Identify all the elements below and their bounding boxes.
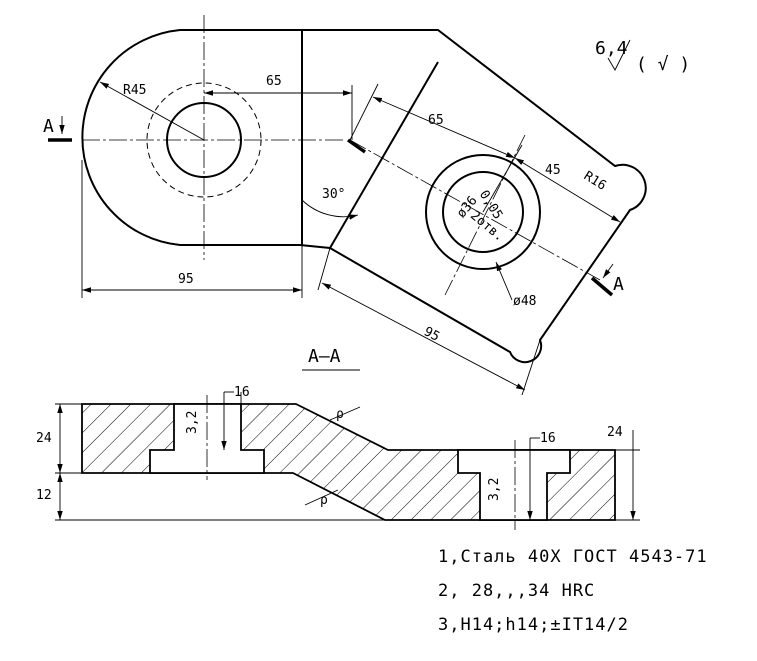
note-1: 1,Сталь 40Х ГОСТ 4543-71	[438, 547, 708, 567]
roughness-suffix: ( √ )	[636, 54, 690, 75]
plan-view: R45 65 A A 65 45 R16 30° ø36 0,05 2отв. …	[43, 15, 647, 396]
dim45-label: 45	[545, 163, 561, 178]
technical-notes: 1,Сталь 40Х ГОСТ 4543-71 2, 28,,,34 HRC …	[438, 547, 708, 635]
cut-label-right: A	[613, 274, 624, 295]
dim24r-label: 24	[607, 425, 623, 440]
slope-mark-bottom	[304, 489, 339, 506]
r16-label: R16	[581, 169, 609, 194]
centerline-diag	[349, 139, 601, 281]
cut-mark-mid	[346, 138, 367, 154]
right-counterbore-section	[457, 449, 571, 521]
cut-mark-right	[590, 276, 614, 297]
rough-left-label: 3,2	[185, 411, 200, 434]
slope-mark-top-label: ρ	[336, 407, 344, 422]
r45-leader	[99, 81, 205, 141]
cut-arrow-right	[602, 263, 614, 279]
section-view: А–А 24 12 16 3,2 16 3,2 24	[36, 346, 640, 530]
dim95d-ext1	[317, 247, 331, 291]
roughness-symbol: 6,4 ( √ )	[595, 38, 690, 75]
dia48-label: ø48	[513, 294, 536, 309]
centerline-right-cross	[444, 134, 526, 296]
dim95d-ext2	[521, 339, 541, 396]
slope-mark-bottom-label: ρ	[320, 493, 328, 508]
checkmark-icon	[607, 39, 631, 71]
diag65-label: 65	[428, 113, 444, 128]
note-2: 2, 28,,,34 HRC	[438, 581, 595, 601]
rough-right-label: 3,2	[487, 478, 502, 501]
angle-arc	[301, 199, 359, 220]
dim95d-label: 95	[421, 324, 442, 345]
plan-boundary-right	[329, 61, 439, 249]
note-3: 3,H14;h14;±IT14/2	[438, 615, 629, 635]
dim16l-label: 16	[234, 385, 250, 400]
dim45-line	[514, 157, 621, 223]
diag65-ext1	[349, 83, 379, 141]
dim24l-label: 24	[36, 431, 52, 446]
dim95h-label: 95	[178, 272, 194, 287]
dim16r-label: 16	[540, 431, 556, 446]
diag65-ext2	[482, 144, 523, 213]
diag65-line	[372, 96, 516, 159]
cut-label-left: A	[43, 116, 54, 137]
slope-mark-top	[329, 406, 361, 421]
dim65-label: 65	[266, 74, 282, 89]
angle-label: 30°	[322, 187, 345, 202]
dia48-leader	[495, 261, 513, 301]
roughness-value: 6,4	[595, 38, 628, 59]
plan-outline	[81, 29, 647, 364]
r45-label: R45	[123, 83, 146, 98]
dim12l-label: 12	[36, 488, 52, 503]
dim95d-line	[321, 282, 526, 391]
section-title: А–А	[308, 346, 341, 367]
